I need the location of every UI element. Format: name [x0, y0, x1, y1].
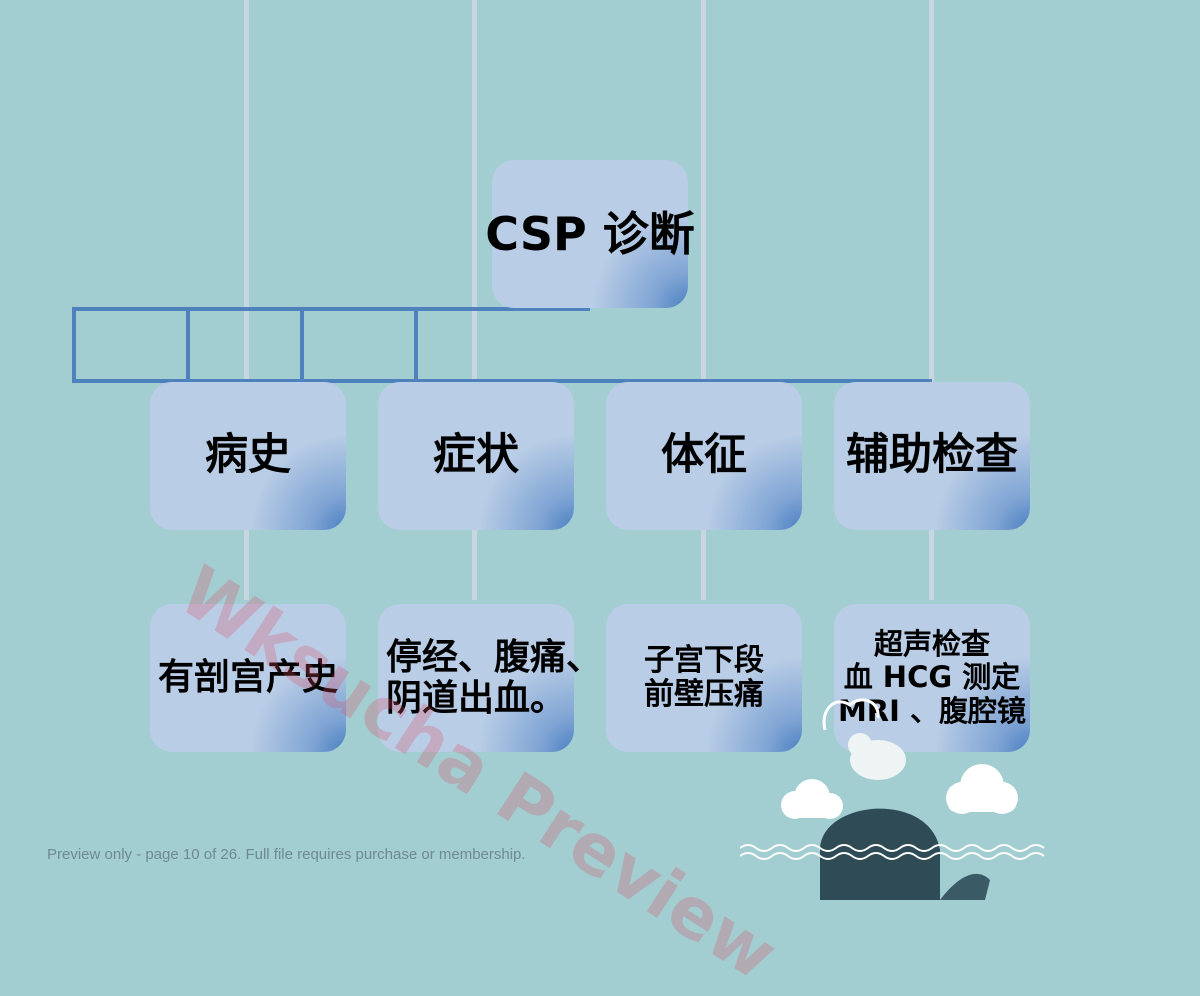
root-node: CSP 诊断 [485, 160, 695, 308]
detail-node-symptoms: 停经、腹痛、 阴道出血。 [378, 604, 602, 752]
category-label: 辅助检查 [846, 430, 1018, 481]
detail-line: 有剖宫产史 [157, 657, 338, 699]
detail-line: MRI 、腹腔镜 [837, 693, 1027, 728]
category-label: 体征 [661, 430, 747, 481]
background-line [472, 0, 477, 600]
whale-illustration [740, 698, 1045, 900]
detail-line: 子宫下段 [644, 642, 764, 678]
background-line [244, 0, 249, 600]
category-label: 病史 [205, 430, 291, 481]
root-node-label: CSP 诊断 [485, 206, 695, 261]
detail-node-signs: 子宫下段 前壁压痛 [606, 604, 802, 752]
preview-footer: Preview only - page 10 of 26. Full file … [47, 846, 526, 863]
category-node-auxiliary-exam: 辅助检查 [834, 382, 1030, 530]
detail-node-history: 有剖宫产史 [150, 604, 346, 752]
detail-line: 阴道出血。 [386, 678, 567, 719]
detail-line: 血 HCG 测定 [843, 660, 1021, 695]
detail-node-auxiliary-exam: 超声检查 血 HCG 测定 MRI 、腹腔镜 [834, 604, 1030, 752]
detail-line: 前壁压痛 [644, 677, 764, 712]
category-label: 症状 [433, 430, 519, 481]
detail-line: 超声检查 [873, 626, 990, 661]
category-node-signs: 体征 [606, 382, 802, 530]
background-line [929, 0, 934, 600]
category-node-symptoms: 症状 [378, 382, 574, 530]
detail-line: 停经、腹痛、 [386, 636, 603, 678]
background-line [701, 0, 706, 600]
category-node-history: 病史 [150, 382, 346, 530]
